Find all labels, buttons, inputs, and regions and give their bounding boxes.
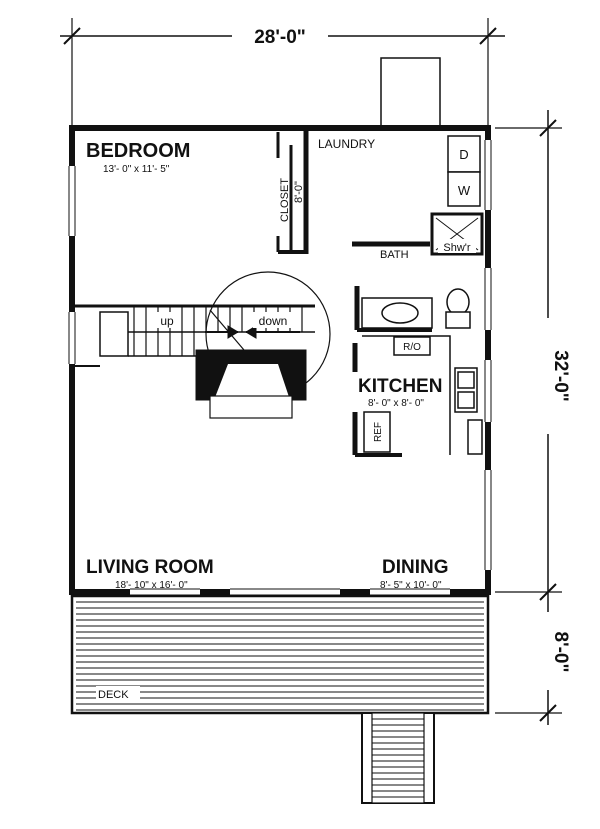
width-dimension: 28'-0": [254, 27, 306, 48]
living-room-name: LIVING ROOM: [86, 557, 214, 578]
fireplace: [195, 349, 307, 419]
deck: [70, 594, 490, 715]
bedroom-name: BEDROOM: [86, 140, 190, 162]
kitchen-name: KITCHEN: [358, 376, 442, 397]
washer: [447, 171, 481, 207]
bath-label: BATH: [380, 249, 409, 261]
refrigerator-label: REF: [373, 422, 384, 442]
sink-icon: [381, 302, 419, 324]
closet-size: 8'-0": [293, 181, 305, 203]
kitchen-size: 8'- 0" x 8'- 0": [368, 398, 424, 409]
laundry-label: LAUNDRY: [318, 137, 375, 151]
shower-label: Shw'r: [443, 242, 470, 254]
toilet-icon: [446, 288, 470, 316]
range-oven: [393, 336, 431, 356]
dining-size: 8'- 5" x 10'- 0": [380, 580, 442, 591]
dryer-label: D: [459, 147, 468, 162]
stairs-down-label: down: [259, 314, 288, 328]
kitchen-fixtures: [362, 335, 483, 455]
deck-label: DECK: [98, 689, 129, 701]
washer-label: W: [458, 183, 471, 198]
dryer: [447, 135, 481, 173]
bedroom-size: 13'- 0" x 11'- 5": [103, 164, 170, 175]
living-room-size: 18'- 10" x 16'- 0": [115, 580, 188, 591]
chimney: [380, 57, 441, 130]
interior-walls: [276, 128, 432, 457]
refrigerator: [363, 411, 391, 453]
dining-name: DINING: [382, 557, 449, 578]
closet-label: CLOSET: [279, 178, 291, 222]
laundry-appliances: [447, 135, 481, 207]
range-oven-label: R/O: [403, 342, 421, 353]
deck-dimension: 8'-0": [550, 632, 571, 673]
bath-fixtures: [361, 288, 471, 329]
stairs-up-label: up: [160, 314, 174, 328]
deck-stairs: [361, 712, 435, 804]
height-dimension: 32'-0": [550, 350, 571, 402]
